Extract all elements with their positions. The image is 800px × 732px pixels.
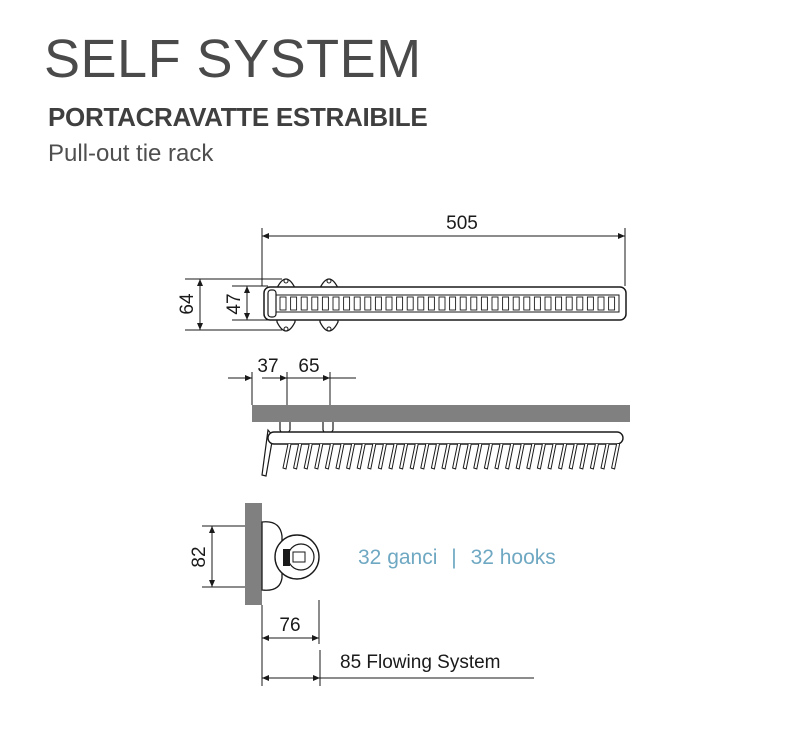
side-hook bbox=[335, 443, 345, 470]
side-hook bbox=[314, 443, 324, 470]
side-hook bbox=[346, 443, 356, 470]
top-hook bbox=[544, 296, 552, 311]
page-title: SELF SYSTEM bbox=[44, 29, 422, 89]
top-hook bbox=[353, 296, 361, 311]
top-hook bbox=[470, 296, 478, 311]
side-rail bbox=[267, 431, 624, 445]
top-hook bbox=[608, 296, 616, 311]
top-hook bbox=[279, 296, 287, 311]
dim-height-47: 47 bbox=[224, 293, 245, 314]
side-hook bbox=[356, 443, 366, 470]
top-hook bbox=[512, 296, 520, 311]
dim-offset-65: 65 bbox=[298, 356, 319, 377]
side-hook bbox=[536, 443, 546, 470]
side-hook bbox=[282, 443, 292, 470]
side-hook bbox=[388, 443, 398, 470]
side-hook bbox=[611, 443, 621, 470]
dim-length-505: 505 bbox=[446, 213, 478, 234]
side-hook bbox=[452, 443, 462, 470]
top-hook bbox=[332, 296, 340, 311]
side-hook bbox=[441, 443, 451, 470]
side-hook bbox=[473, 443, 483, 470]
side-hook bbox=[568, 443, 578, 470]
side-hook bbox=[515, 443, 525, 470]
top-hook bbox=[565, 296, 573, 311]
top-hook bbox=[459, 296, 467, 311]
top-hook bbox=[449, 296, 457, 311]
top-hook bbox=[321, 296, 329, 311]
top-hook bbox=[406, 296, 414, 311]
top-hook bbox=[533, 296, 541, 311]
top-hook bbox=[343, 296, 351, 311]
top-hook bbox=[576, 296, 584, 311]
side-hook-pattern bbox=[282, 443, 621, 470]
top-hook bbox=[597, 296, 605, 311]
wall-section bbox=[245, 503, 262, 605]
side-hook bbox=[547, 443, 557, 470]
side-hook bbox=[558, 443, 568, 470]
side-hook bbox=[579, 443, 589, 470]
hooks-count-it: 32 ganci bbox=[358, 546, 437, 569]
side-hook bbox=[324, 443, 334, 470]
side-hook bbox=[494, 443, 504, 470]
subtitle-italian: PORTACRAVATTE ESTRAIBILE bbox=[48, 102, 428, 132]
top-hook bbox=[417, 296, 425, 311]
side-hook bbox=[462, 443, 472, 470]
end-view: 82 76 85 Flowing System 32 ganci | 32 ho… bbox=[189, 503, 556, 686]
top-hook bbox=[385, 296, 393, 311]
top-hook bbox=[502, 296, 510, 311]
top-hook bbox=[364, 296, 372, 311]
hooks-count-en: 32 hooks bbox=[471, 546, 556, 569]
side-hook bbox=[600, 443, 610, 470]
top-hook bbox=[480, 296, 488, 311]
top-hook bbox=[523, 296, 531, 311]
side-hook bbox=[399, 443, 409, 470]
side-view: 37 65 bbox=[228, 356, 630, 477]
wall-shelf bbox=[252, 405, 630, 422]
top-hook-pattern bbox=[279, 296, 616, 311]
hooks-separator: | bbox=[451, 546, 456, 569]
side-hook bbox=[526, 443, 536, 470]
dim-height-64: 64 bbox=[177, 293, 198, 315]
side-hook bbox=[483, 443, 493, 470]
top-hook bbox=[438, 296, 446, 311]
hooks-label: 32 ganci | 32 hooks bbox=[358, 546, 556, 569]
side-hook bbox=[589, 443, 599, 470]
side-hook bbox=[430, 443, 440, 470]
side-hook bbox=[505, 443, 515, 470]
top-hook bbox=[586, 296, 594, 311]
top-hook bbox=[555, 296, 563, 311]
dim-flowing-85: 85 Flowing System bbox=[340, 652, 501, 673]
top-hook bbox=[290, 296, 298, 311]
top-hook bbox=[300, 296, 308, 311]
dim-depth-76: 76 bbox=[279, 615, 300, 636]
top-hook bbox=[427, 296, 435, 311]
top-view: 505 64 47 bbox=[177, 213, 627, 332]
side-hook bbox=[377, 443, 387, 470]
side-hook bbox=[420, 443, 430, 470]
subtitle-english: Pull-out tie rack bbox=[48, 140, 214, 167]
side-hook bbox=[303, 443, 313, 470]
side-hook bbox=[293, 443, 303, 470]
top-hook bbox=[491, 296, 499, 311]
top-hook bbox=[311, 296, 319, 311]
side-hook bbox=[409, 443, 419, 470]
side-hook bbox=[367, 443, 377, 470]
top-hook bbox=[374, 296, 382, 311]
dim-side-82: 82 bbox=[189, 546, 210, 567]
top-hook bbox=[396, 296, 404, 311]
dim-offset-37: 37 bbox=[257, 356, 278, 377]
